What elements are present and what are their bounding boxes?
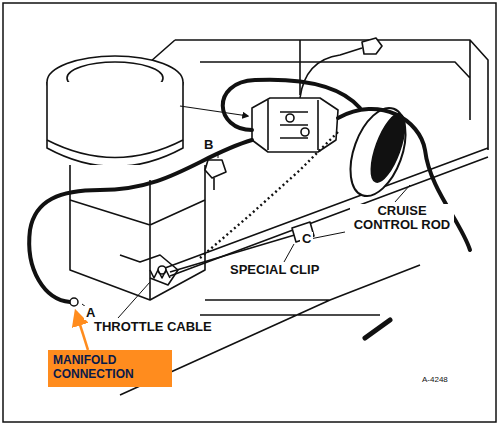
leader-line — [118, 282, 150, 318]
callout-text: MANIFOLD CONNECTION — [53, 353, 165, 382]
vacuum-hose — [29, 140, 252, 302]
figure-number: A-4248 — [420, 376, 450, 385]
leader-line — [218, 152, 219, 158]
carburetor — [70, 180, 205, 300]
throttle-linkage — [120, 255, 178, 285]
servo-unit — [268, 100, 318, 150]
servo-unit — [301, 128, 309, 136]
manifold-fitting — [70, 298, 78, 306]
air-cleaner — [47, 82, 183, 167]
servo-unit — [252, 98, 338, 152]
callout-box: MANIFOLD CONNECTION — [48, 350, 172, 387]
cruise-control-rod — [165, 148, 488, 276]
leader-line — [395, 185, 410, 202]
leader-line — [180, 106, 248, 116]
part-name: CRUISE CONTROL ROD — [350, 204, 454, 233]
servo-unit — [286, 114, 294, 122]
callout-letter: A — [84, 306, 97, 320]
throttle-stud — [158, 266, 166, 274]
vacuum-hose — [223, 80, 360, 130]
vacuum-fitting — [213, 178, 215, 190]
vacuum-diaphragm — [340, 101, 417, 204]
vacuum-fitting — [205, 160, 226, 178]
vacuum-hose — [338, 109, 470, 250]
cable-nut — [362, 38, 382, 54]
callout-letter: C — [300, 232, 313, 246]
leader-line — [284, 244, 294, 262]
part-name: SPECIAL CLIP — [228, 263, 321, 277]
frame — [3, 3, 496, 422]
air-cleaner — [47, 140, 183, 158]
part-name: THROTTLE CABLE — [92, 320, 214, 334]
direction-mark — [365, 320, 390, 338]
callout-letter: B — [202, 138, 215, 152]
